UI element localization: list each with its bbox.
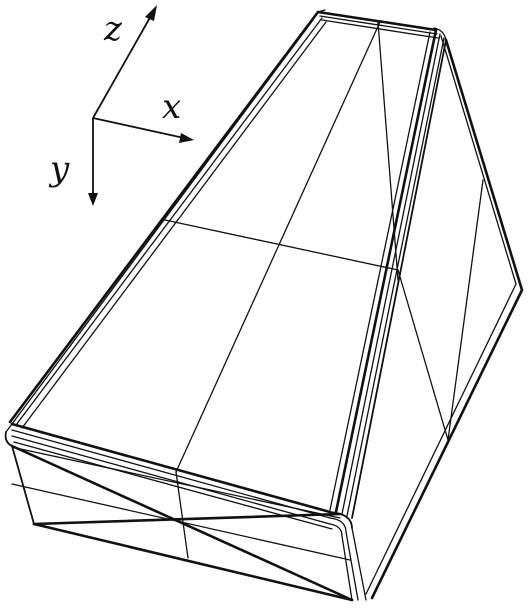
x-axis-arrowhead (179, 133, 194, 143)
left-edge-layers (4, 10, 327, 447)
top-face-grid (164, 21, 449, 473)
y-axis-arrowhead (88, 193, 98, 206)
z-axis-label: z (103, 9, 123, 49)
right-front-edge-layers (329, 28, 447, 519)
x-axis-label: x (162, 87, 181, 127)
y-axis-label: y (48, 149, 70, 189)
front-face (10, 444, 367, 602)
front-rim-layers (10, 422, 353, 537)
axes-indicator: z x y (48, 5, 194, 206)
z-axis-line (92, 13, 153, 119)
right-face-edges (365, 21, 524, 600)
z-axis-arrowhead (145, 5, 157, 21)
wedge-body (4, 9, 524, 602)
x-axis-line (92, 117, 185, 139)
